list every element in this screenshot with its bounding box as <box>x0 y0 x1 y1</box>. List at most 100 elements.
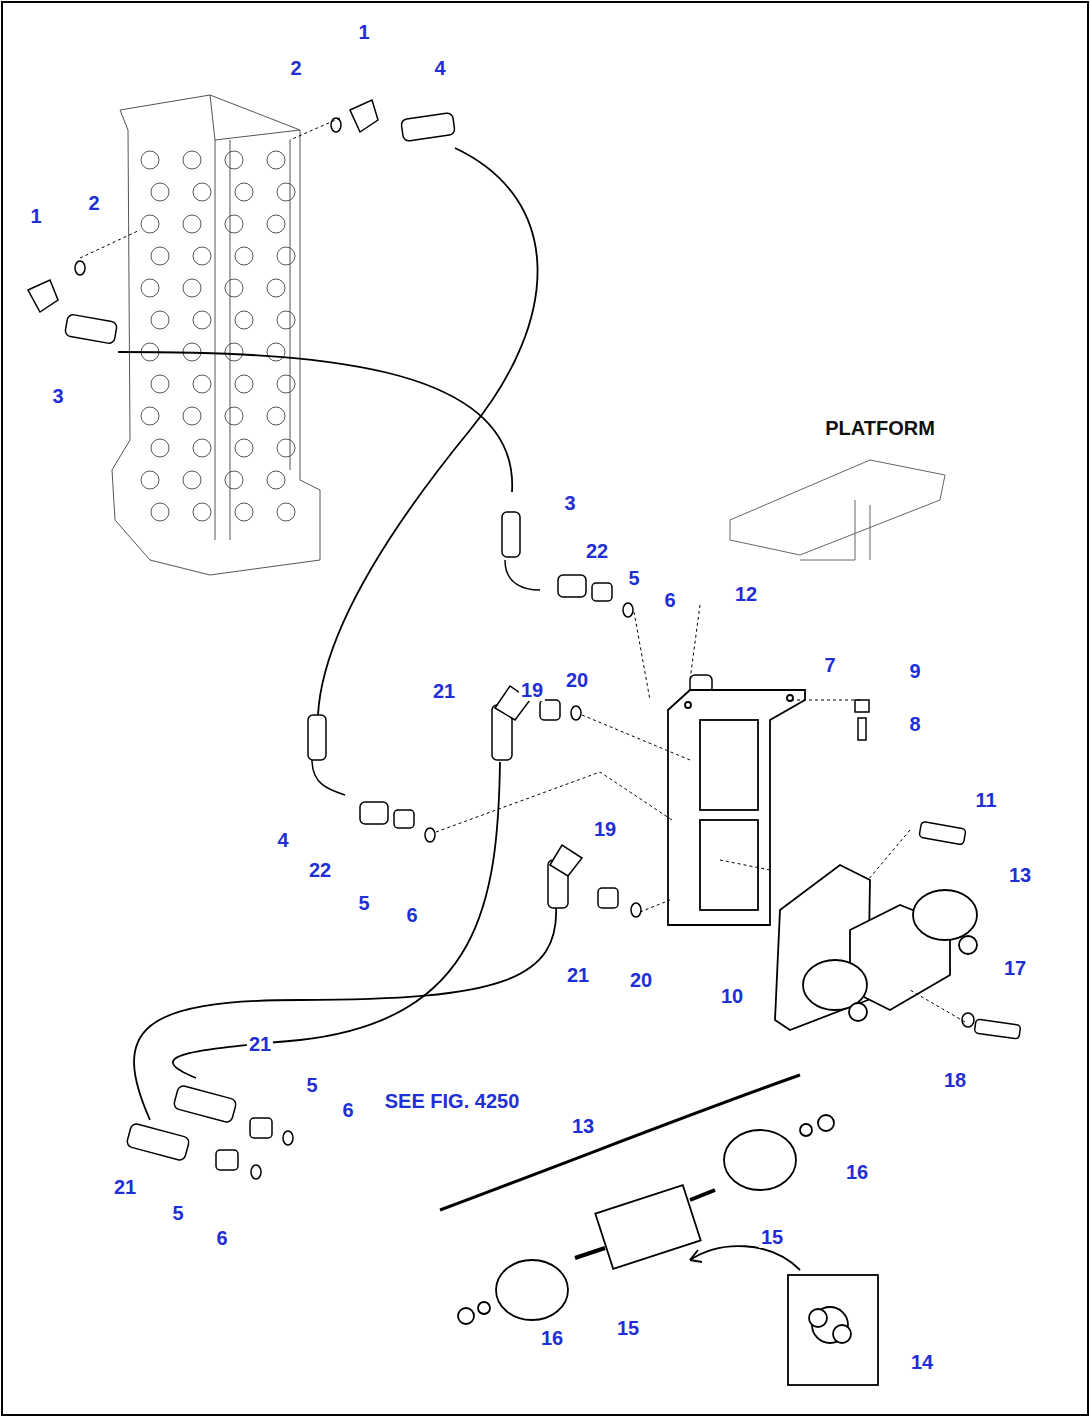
valve-port <box>277 247 295 265</box>
callout-number: 1 <box>356 21 371 43</box>
valve-port <box>193 183 211 201</box>
valve-port <box>225 343 243 361</box>
callout-number: 3 <box>50 385 65 407</box>
callout-number: 15 <box>759 1226 785 1248</box>
valve-port <box>235 183 253 201</box>
callout-number: 3 <box>562 492 577 514</box>
callout-number: 4 <box>275 829 290 851</box>
callout-number: 13 <box>570 1115 596 1137</box>
callout-number: 21 <box>565 964 591 986</box>
callout-number: 8 <box>907 713 922 735</box>
valve-port <box>267 407 285 425</box>
valve-port <box>193 439 211 457</box>
valve-port <box>141 279 159 297</box>
note-label: PLATFORM <box>823 417 937 439</box>
valve-port <box>225 407 243 425</box>
valve-port <box>151 503 169 521</box>
valve-port <box>235 247 253 265</box>
callout-number: 21 <box>247 1033 273 1055</box>
callout-number: 10 <box>719 985 745 1007</box>
callout-number: 5 <box>170 1202 185 1224</box>
callout-number: 18 <box>942 1069 968 1091</box>
valve-port <box>141 215 159 233</box>
valve-port <box>193 311 211 329</box>
callout-number: 4 <box>432 57 447 79</box>
valve-port <box>183 151 201 169</box>
valve-port <box>235 311 253 329</box>
bracket <box>668 690 805 925</box>
valve-port <box>141 407 159 425</box>
callout-number: 12 <box>733 583 759 605</box>
callout-number: 5 <box>356 892 371 914</box>
valve-port <box>183 279 201 297</box>
valve-port <box>183 471 201 489</box>
valve-port <box>151 247 169 265</box>
valve-port <box>277 183 295 201</box>
callout-number: 14 <box>909 1351 935 1373</box>
valve-port <box>235 439 253 457</box>
callout-number: 21 <box>112 1176 138 1198</box>
valve-port <box>151 439 169 457</box>
valve-port <box>141 471 159 489</box>
valve-port <box>277 439 295 457</box>
valve-port <box>193 503 211 521</box>
callout-number: 1 <box>28 205 43 227</box>
callout-number: 11 <box>973 789 998 811</box>
callout-number: 6 <box>662 589 677 611</box>
callout-number: 20 <box>564 669 590 691</box>
platform <box>730 460 945 560</box>
callout-number: 5 <box>626 567 641 589</box>
callout-number: 2 <box>86 192 101 214</box>
valve-port <box>277 503 295 521</box>
callout-number: 9 <box>907 660 922 682</box>
valve-port <box>225 151 243 169</box>
valve-port <box>225 215 243 233</box>
callout-number: 7 <box>822 654 837 676</box>
valve-port <box>267 279 285 297</box>
valve-port <box>183 407 201 425</box>
valve-port <box>193 247 211 265</box>
callout-number: 6 <box>340 1099 355 1121</box>
valve-port <box>225 471 243 489</box>
valve-port <box>277 375 295 393</box>
callout-number: 16 <box>844 1161 870 1183</box>
valve-port <box>183 215 201 233</box>
callout-number: 19 <box>592 818 618 840</box>
valve-port <box>267 343 285 361</box>
valve-port <box>267 215 285 233</box>
callout-number: 16 <box>539 1327 565 1349</box>
callout-number: 19 <box>519 679 545 701</box>
valve-port <box>277 311 295 329</box>
solenoid-valve <box>775 865 977 1030</box>
valve-port <box>151 311 169 329</box>
callout-number: 15 <box>615 1317 641 1339</box>
leader-lines <box>80 118 965 1022</box>
control-valve <box>112 95 320 575</box>
callout-number: 22 <box>307 859 333 881</box>
callout-number: 13 <box>1007 864 1033 886</box>
callout-number: 20 <box>628 969 654 991</box>
valve-port <box>151 375 169 393</box>
callout-number: 17 <box>1002 957 1028 979</box>
valve-port <box>235 375 253 393</box>
note-label: SEE FIG. 4250 <box>383 1090 522 1112</box>
valve-port <box>267 471 285 489</box>
hoses <box>118 148 556 1120</box>
callout-number: 22 <box>584 540 610 562</box>
valve-port <box>235 503 253 521</box>
valve-port <box>193 375 211 393</box>
callout-number: 2 <box>288 57 303 79</box>
callout-number: 6 <box>214 1227 229 1249</box>
inset-detail <box>440 1075 878 1385</box>
callout-number: 6 <box>404 904 419 926</box>
valve-port <box>267 151 285 169</box>
callout-number: 5 <box>304 1074 319 1096</box>
valve-port <box>141 151 159 169</box>
callout-number: 21 <box>431 680 457 702</box>
fittings <box>28 100 1021 1179</box>
valve-port <box>225 279 243 297</box>
valve-port <box>151 183 169 201</box>
